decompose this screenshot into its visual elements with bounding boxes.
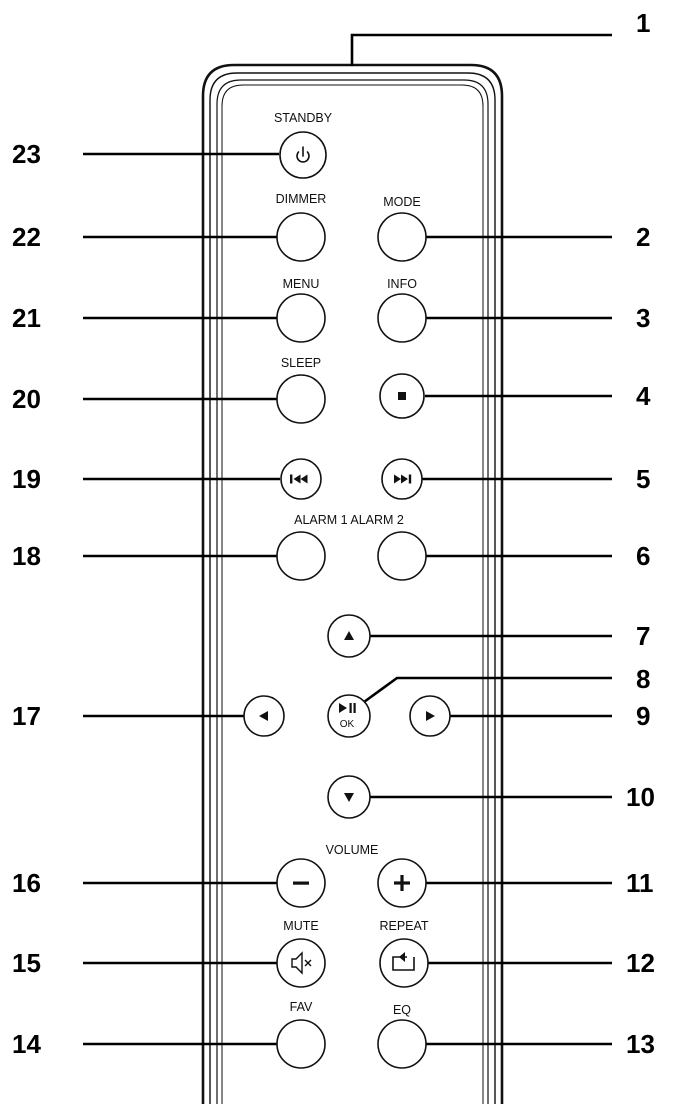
callout-13: 13 xyxy=(626,1029,655,1059)
ok-label: OK xyxy=(340,719,355,730)
volume-label: VOLUME xyxy=(326,843,379,857)
arrow-down-icon xyxy=(344,793,354,802)
leader-8 xyxy=(363,676,612,704)
arrow-up-icon xyxy=(344,631,354,640)
stop-button[interactable] xyxy=(379,373,425,419)
callout-6: 6 xyxy=(636,541,650,571)
sleep-label: SLEEP xyxy=(281,356,321,370)
previous-button[interactable] xyxy=(280,458,322,500)
callout-2: 2 xyxy=(636,222,650,252)
callout-numbers: 1 2 3 4 5 6 7 8 9 10 11 12 13 14 15 16 1… xyxy=(12,8,655,1059)
volume-down-button[interactable] xyxy=(276,858,326,908)
menu-label: MENU xyxy=(283,277,320,291)
fav-label: FAV xyxy=(290,1000,313,1014)
callout-19: 19 xyxy=(12,464,41,494)
fav-button[interactable] xyxy=(276,1019,326,1069)
callout-20: 20 xyxy=(12,384,41,414)
repeat-label: REPEAT xyxy=(379,919,428,933)
sleep-button[interactable] xyxy=(276,374,326,424)
eq-button[interactable] xyxy=(377,1019,427,1069)
up-button[interactable] xyxy=(327,614,371,658)
arrow-right-icon xyxy=(426,711,435,721)
callout-15: 15 xyxy=(12,948,41,978)
repeat-button[interactable] xyxy=(379,938,429,988)
leader-lines xyxy=(83,33,612,1046)
callout-10: 10 xyxy=(626,782,655,812)
power-icon xyxy=(296,146,310,163)
callout-11: 11 xyxy=(626,868,654,898)
callout-8: 8 xyxy=(636,664,650,694)
next-button[interactable] xyxy=(381,458,423,500)
down-button[interactable] xyxy=(327,775,371,819)
left-button[interactable] xyxy=(243,695,285,737)
callout-3: 3 xyxy=(636,303,650,333)
mute-label: MUTE xyxy=(283,919,318,933)
callout-22: 22 xyxy=(12,222,41,252)
skip-previous-icon xyxy=(290,474,308,484)
callout-23: 23 xyxy=(12,139,41,169)
info-label: INFO xyxy=(387,277,417,291)
mute-button[interactable] xyxy=(276,938,326,988)
mute-speaker-icon xyxy=(291,951,312,975)
callout-12: 12 xyxy=(626,948,655,978)
volume-up-button[interactable] xyxy=(377,858,427,908)
right-button[interactable] xyxy=(409,695,451,737)
callout-5: 5 xyxy=(636,464,650,494)
menu-button[interactable] xyxy=(276,293,326,343)
dimmer-button[interactable] xyxy=(276,212,326,262)
skip-next-icon xyxy=(394,474,412,484)
play-pause-ok-button[interactable]: OK xyxy=(327,694,371,738)
callout-17: 17 xyxy=(12,701,41,731)
mode-label: MODE xyxy=(383,195,421,209)
callout-21: 21 xyxy=(12,303,41,333)
mode-button[interactable] xyxy=(377,212,427,262)
info-button[interactable] xyxy=(377,293,427,343)
callout-4: 4 xyxy=(636,381,651,411)
callout-1: 1 xyxy=(636,8,650,38)
play-pause-icon xyxy=(339,703,356,713)
callout-9: 9 xyxy=(636,701,650,731)
callout-18: 18 xyxy=(12,541,41,571)
repeat-icon xyxy=(392,952,415,971)
dimmer-label: DIMMER xyxy=(276,192,327,206)
callout-16: 16 xyxy=(12,868,41,898)
arrow-left-icon xyxy=(259,711,268,721)
remote-body xyxy=(201,63,504,1104)
stop-icon xyxy=(398,392,406,400)
alarm-labels: ALARM 1 ALARM 2 xyxy=(294,513,404,527)
standby-button[interactable] xyxy=(279,131,327,179)
leader-1 xyxy=(350,33,612,66)
callout-7: 7 xyxy=(636,621,650,651)
eq-label: EQ xyxy=(393,1003,411,1017)
alarm-1-button[interactable] xyxy=(276,531,326,581)
minus-icon xyxy=(293,881,309,885)
alarm-2-button[interactable] xyxy=(377,531,427,581)
standby-label: STANDBY xyxy=(274,111,333,125)
plus-icon xyxy=(394,875,410,891)
callout-14: 14 xyxy=(12,1029,41,1059)
